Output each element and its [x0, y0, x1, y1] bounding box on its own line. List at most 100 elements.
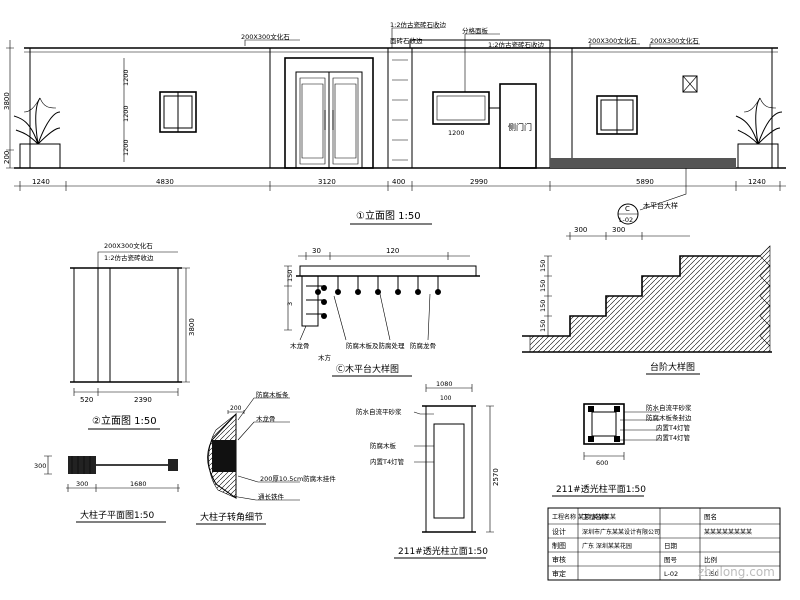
dim-bottom-3: 3120	[318, 178, 336, 186]
callout-label: 木平台大样	[643, 201, 678, 210]
joint-label-3: 200厚10.5cm防腐木挂件	[260, 474, 336, 483]
tb-r0-c3: 图名	[704, 512, 717, 521]
step-dim-r1: 150	[539, 260, 547, 272]
label-plaster-board: 分格面板	[462, 26, 489, 35]
dim-bottom-7: 1240	[748, 178, 766, 186]
dim-bottom-1: 1240	[32, 178, 50, 186]
column-plan-title: 大柱子平面图1:50	[80, 509, 154, 521]
pillar-elev-top-sub: 100	[440, 395, 452, 402]
column-plan: 300 300 1680 大柱子平面图1:50	[34, 455, 180, 523]
dim-left-base: 200	[3, 151, 11, 164]
tb-r3-c1: 审核	[552, 555, 566, 564]
step-dim-r4: 150	[539, 320, 547, 332]
label-brick-top-right-a: 200X300文化石	[588, 36, 637, 45]
light-pillar-plan: 防水自流平砂浆 防腐木板条封边 内置T4灯管 内置T4灯管 600 211#透光…	[552, 403, 692, 497]
step-dim-r3: 150	[539, 300, 547, 312]
dim-inner-3: 1200	[122, 139, 130, 156]
tb-r1-c1: 设计	[552, 527, 566, 536]
dim-bottom-6: 5890	[636, 178, 654, 186]
joint-top-dim: 200	[230, 405, 242, 412]
dim-window: 1200	[448, 129, 465, 137]
pillar-plan-label-2: 防腐木板条封边	[646, 413, 692, 422]
dim-bottom-4: 400	[392, 178, 405, 186]
platform-label-c: 防腐龙骨	[410, 341, 436, 350]
platform-dim-left-a: 150	[286, 270, 294, 282]
tb-r4-c1: 审定	[552, 569, 566, 578]
base-strip	[550, 158, 736, 168]
platform-detail-title: Ⓒ木平台大样图	[336, 363, 399, 375]
tb-r4-c2: L-02	[664, 570, 678, 578]
platform-dim-top-2: 120	[386, 247, 399, 255]
planter-left	[13, 97, 61, 169]
tb-r3-c2: 图号	[664, 556, 678, 564]
column-joint-title: 大柱子转角细节	[200, 511, 263, 523]
label-brick-top-right-b: 200X300文化石	[650, 36, 699, 45]
side-elevation-title: ②立面图 1:50	[92, 414, 157, 427]
tb-top-left: 工程名称 某某 某某某某	[552, 513, 616, 521]
column-joint-detail: 200 防腐木板条 木龙骨 200厚10.5cm防腐木挂件 通长铁件 大柱子转角…	[196, 390, 336, 525]
front-elevation-title: ①立面图 1:50	[356, 209, 421, 222]
step-dim-top-2: 300	[612, 226, 625, 234]
label-tile-edge-a: 1:2仿古瓷砖石收边	[390, 20, 446, 29]
pillar-elev-label-2: 防腐木板	[370, 441, 397, 450]
joint-label-1: 防腐木板条	[256, 390, 289, 399]
joint-label-4: 通长铁件	[258, 492, 285, 501]
platform-label-a: 木龙骨	[290, 341, 310, 350]
platform-label-d: 木方	[318, 353, 332, 362]
dim-bottom-5: 2990	[470, 178, 488, 186]
side-dim-2: 2390	[134, 396, 152, 404]
side-dim-right: 3800	[188, 318, 196, 336]
wall-ribbon	[387, 47, 413, 169]
pillar-plan-label-3: 内置T4灯管	[656, 423, 691, 432]
tb-r2-c2: 广东 深圳某某花园	[582, 542, 632, 550]
title-block: 工程名称 某某 某某某某 设计 深圳市广东某某设计有限公司 某某某某某某某某 工…	[547, 507, 781, 581]
callout-letter: C	[625, 205, 630, 213]
tb-r4-c3: 1:50	[704, 570, 719, 578]
side-label-a: 200X300文化石	[104, 241, 153, 250]
tb-r2-c3: 日期	[664, 542, 678, 550]
light-pillar-elevation: 1080 100 2570 防水自流平砂浆 防腐木板 内置T4灯管 211#透光…	[356, 380, 500, 559]
platform-label-b: 防腐木板及防腐处理	[346, 341, 405, 350]
planter-right	[735, 97, 783, 169]
label-tile-edge-b: 面砖石收边	[390, 36, 423, 45]
light-pillar-elev-title: 211#透光柱立面1:50	[398, 545, 488, 557]
column-plan-dim-2: 1680	[130, 480, 147, 488]
tb-r2-c1: 制图	[552, 541, 566, 550]
step-dim-top-1: 300	[574, 226, 587, 234]
column-plan-dim-1: 300	[76, 480, 88, 488]
top-block	[409, 39, 551, 49]
side-door-label: 侧门门	[508, 122, 532, 132]
front-elevation: 侧门门 200X300文化石 1:2仿古瓷砖石收边 面砖石收边 分格面板 1:2…	[3, 20, 786, 225]
side-dim-1: 520	[80, 396, 93, 404]
dim-left-main: 3800	[3, 92, 11, 110]
pillar-plan-dim: 600	[596, 459, 608, 467]
dim-inner-1: 1200	[122, 69, 130, 86]
vent-grille	[682, 75, 698, 93]
dim-bottom-2: 4830	[156, 178, 174, 186]
pillar-divider	[549, 47, 573, 169]
joint-label-2: 木龙骨	[256, 414, 276, 423]
side-door	[499, 83, 537, 169]
callout-sheet: L-02	[619, 216, 633, 224]
tb-r3-c3: 比例	[704, 555, 717, 564]
wall-right	[571, 47, 773, 169]
platform-dim-top-1: 30	[312, 247, 321, 255]
wall-left	[29, 47, 271, 169]
pillar-elev-right-dim: 2570	[492, 468, 500, 486]
pillar-plan-label-4: 内置T4灯管	[656, 433, 691, 442]
step-detail-title: 台阶大样图	[650, 361, 695, 373]
pillar-elev-label-3: 内置T4灯管	[370, 457, 405, 466]
label-brick-top-left: 200X300文化石	[241, 32, 290, 41]
tb-r0-c2: 工程名称	[582, 512, 609, 521]
column-plan-head	[68, 456, 96, 474]
watermark-text: zhulong.com	[698, 565, 775, 579]
pillar-plan-label-1: 防水自流平砂浆	[646, 403, 692, 412]
pillar-elev-label-1: 防水自流平砂浆	[356, 407, 402, 416]
step-dim-r2: 150	[539, 280, 547, 292]
platform-dim-left-b: 3	[286, 302, 294, 306]
side-label-b: 1:2仿古瓷砖收边	[104, 253, 154, 262]
pillar-elev-top-dim: 1080	[436, 380, 453, 388]
light-pillar-plan-title: 211#透光柱平面1:50	[556, 483, 646, 495]
tb-r1-c3: 某某某某某某某某	[704, 529, 752, 536]
